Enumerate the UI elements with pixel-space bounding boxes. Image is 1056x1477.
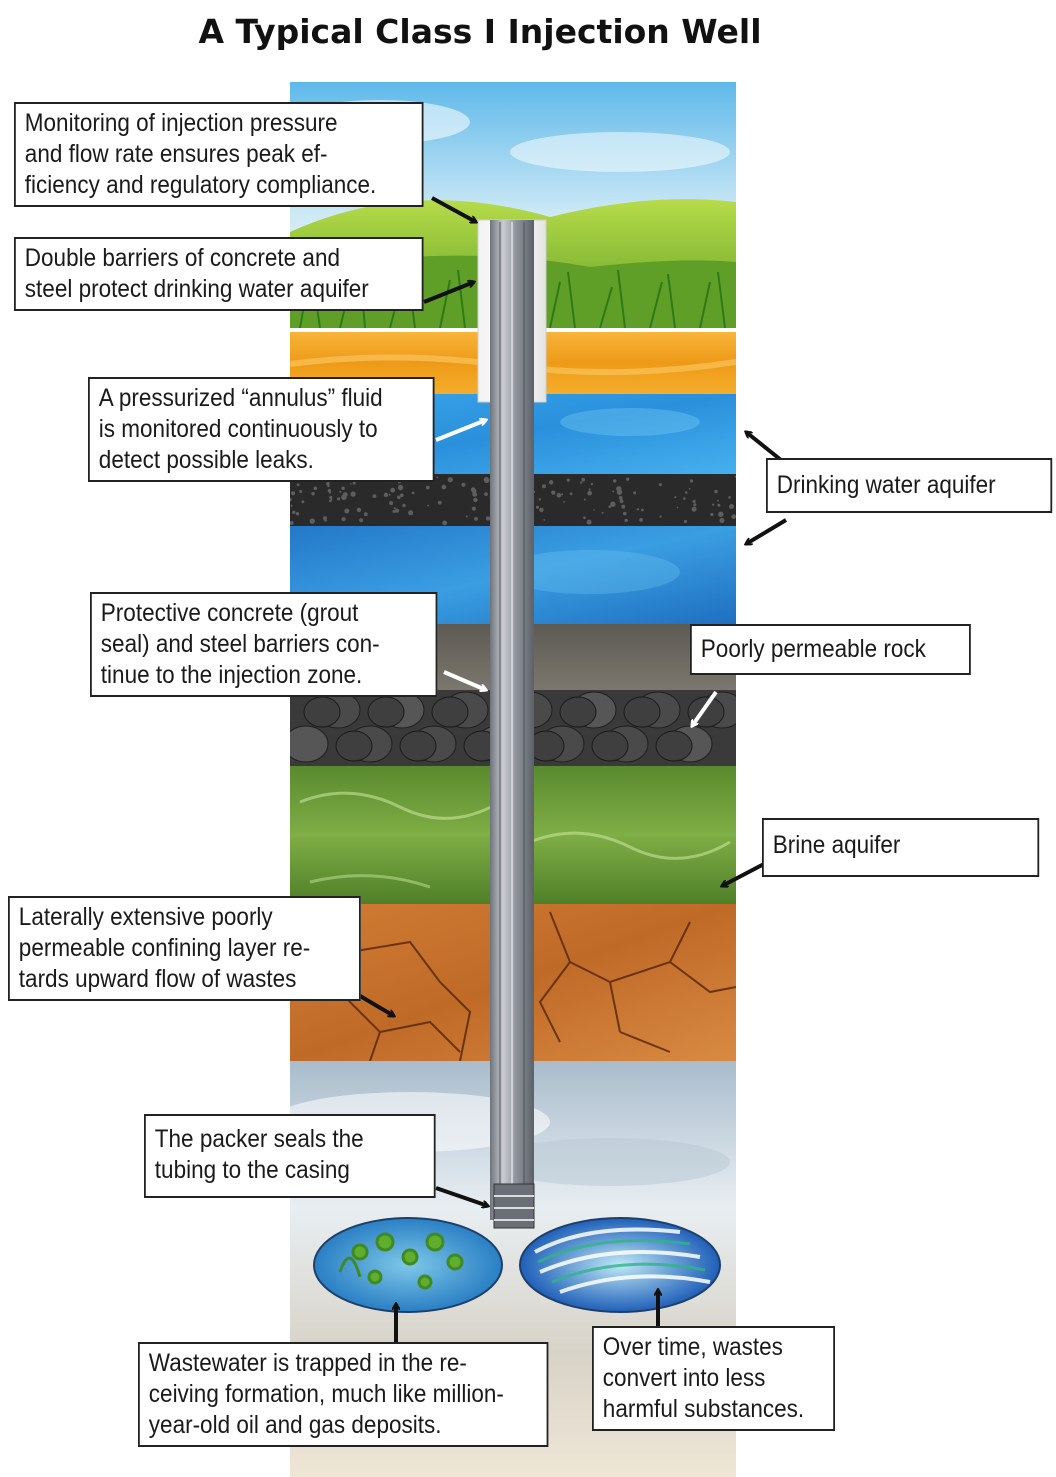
layer-stack [290, 82, 736, 1477]
arrow-annulus [435, 420, 486, 442]
callout-brine-aquifer: Brine aquifer [762, 818, 1040, 877]
callout-double-barriers: Double barriers of concrete and steel pr… [14, 237, 424, 311]
callout-annulus: A pressurized “annulus” fluid is monitor… [88, 377, 435, 482]
packer [493, 1183, 535, 1229]
arrow-monitoring [431, 196, 476, 224]
injection-well-pipe [490, 220, 534, 1220]
callout-wastewater: Wastewater is trapped in the re- ceiving… [138, 1342, 549, 1447]
callout-drinking-water-aquifer: Drinking water aquifer [766, 458, 1053, 513]
callout-confining-layer: Laterally extensive poorly permeable con… [8, 896, 361, 1001]
arrow-poorly-permeable [692, 690, 718, 726]
arrow-protective-concrete [443, 670, 486, 690]
callout-monitoring: Monitoring of injection pressure and flo… [14, 102, 424, 207]
callout-over-time: Over time, wastes convert into less harm… [592, 1326, 835, 1431]
converted-waste-pool [519, 1217, 721, 1313]
arrow-brine [722, 862, 765, 888]
arrow-double-barriers [423, 282, 474, 304]
callout-packer: The packer seals the tubing to the casin… [144, 1114, 436, 1198]
diagram-title: A Typical Class I Injection Well [198, 12, 762, 51]
arrow-packer [435, 1186, 488, 1206]
callout-protective-concrete: Protective concrete (grout seal) and ste… [90, 592, 438, 697]
wastewater-pool [313, 1217, 503, 1313]
arrow-drinking-water-down [746, 518, 788, 546]
callout-poorly-permeable-rock: Poorly permeable rock [690, 624, 971, 675]
